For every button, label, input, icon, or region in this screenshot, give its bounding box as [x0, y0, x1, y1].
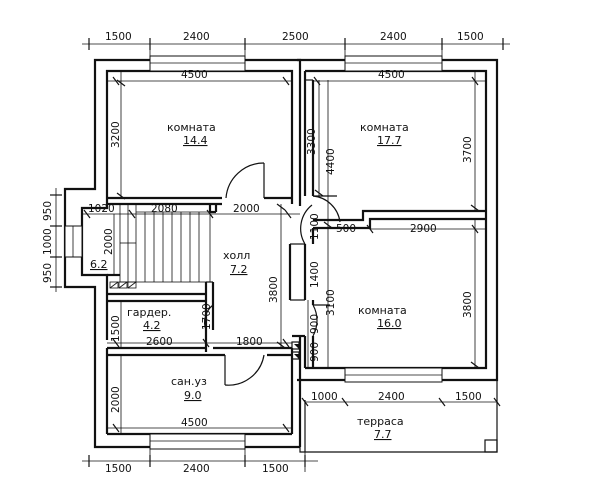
dim-room2-right-height: 3700	[462, 136, 474, 163]
room3-name: комната	[358, 304, 407, 317]
bathroom-name: сан.уз	[171, 375, 207, 388]
wardrobe-area: 4.2	[143, 319, 161, 332]
dim-door-900a: 900	[309, 314, 321, 334]
dim-door-1100: 1100	[309, 213, 321, 240]
interior-dimensions: 4500 3200 4500 3300 4400 3700 1020 2080 …	[82, 69, 501, 434]
windows	[64, 55, 443, 450]
terrace-area: 7.7	[374, 428, 392, 441]
room-labels: комната 14.4 комната 17.7 холл 7.2 6.2 г…	[90, 121, 409, 441]
room3-area: 16.0	[377, 317, 402, 330]
dim-corridor-b: 1800	[236, 336, 263, 348]
bottom-dimension-chain: 1500 2400 1500	[82, 446, 318, 475]
dim-top-2: 2400	[183, 31, 210, 43]
dim-terrace-c: 1500	[455, 391, 482, 403]
dim-room2-width: 4500	[378, 69, 405, 81]
dim-hall-height: 3800	[268, 276, 280, 303]
dim-door-900b: 900	[309, 342, 321, 362]
dim-terrace-b: 2400	[378, 391, 405, 403]
window-top-left	[149, 55, 246, 72]
room2-name: комната	[360, 121, 409, 134]
dim-wardrobe-height: 1500	[110, 315, 122, 342]
dim-top-1: 1500	[105, 31, 132, 43]
dim-room2-inner-height: 3300	[306, 128, 318, 155]
dim-bottom-1: 1500	[105, 463, 132, 475]
dim-room1-width: 4500	[181, 69, 208, 81]
dim-room3-right-height: 3800	[462, 291, 474, 318]
window-bottom-left	[149, 433, 246, 450]
dim-stair-c: 2000	[233, 203, 260, 215]
door-wardrobe	[204, 304, 214, 331]
top-dimension-chain: 1500 2400 2500 2400 1500	[82, 31, 510, 60]
stairs-area: 6.2	[90, 258, 108, 271]
hall-name: холл	[223, 249, 250, 262]
hall-area: 7.2	[230, 263, 248, 276]
dim-room3-width: 2900	[410, 223, 437, 235]
doors	[204, 162, 341, 386]
dim-top-5: 1500	[457, 31, 484, 43]
dim-room2-outer-height: 4400	[325, 148, 337, 175]
left-dimension-chain: 950 1000 950	[42, 188, 62, 292]
dim-top-3: 2500	[282, 31, 309, 43]
dim-left-3: 950	[42, 263, 54, 283]
dim-stair-height: 2000	[103, 228, 115, 255]
room2-area: 17.7	[377, 134, 402, 147]
dim-stair-b: 2080	[151, 203, 178, 215]
dim-bath-height: 2000	[110, 386, 122, 413]
dim-room1-height: 3200	[110, 121, 122, 148]
stairs	[109, 203, 211, 289]
dim-bottom-2: 2400	[183, 463, 210, 475]
bathroom-area: 9.0	[184, 389, 202, 402]
window-top-right	[344, 55, 443, 72]
dim-500: 500	[336, 223, 356, 235]
dim-door-1400: 1400	[309, 261, 321, 288]
dim-bath-width: 4500	[181, 417, 208, 429]
dim-corridor-a: 2600	[146, 336, 173, 348]
room1-area: 14.4	[183, 134, 208, 147]
room1-name: комната	[167, 121, 216, 134]
dim-wardrobe-width: 1700	[201, 303, 213, 330]
dim-left-1: 950	[42, 201, 54, 221]
dim-room3-left-height: 3100	[325, 289, 337, 316]
dim-left-2: 1000	[42, 228, 54, 255]
dim-top-4: 2400	[380, 31, 407, 43]
dim-stair-a: 1020	[88, 203, 115, 215]
wardrobe-name: гардер.	[127, 306, 171, 319]
window-left-stairs	[64, 225, 83, 258]
dim-bottom-3: 1500	[262, 463, 289, 475]
terrace-name: терраса	[357, 415, 404, 428]
dim-terrace-a: 1000	[311, 391, 338, 403]
